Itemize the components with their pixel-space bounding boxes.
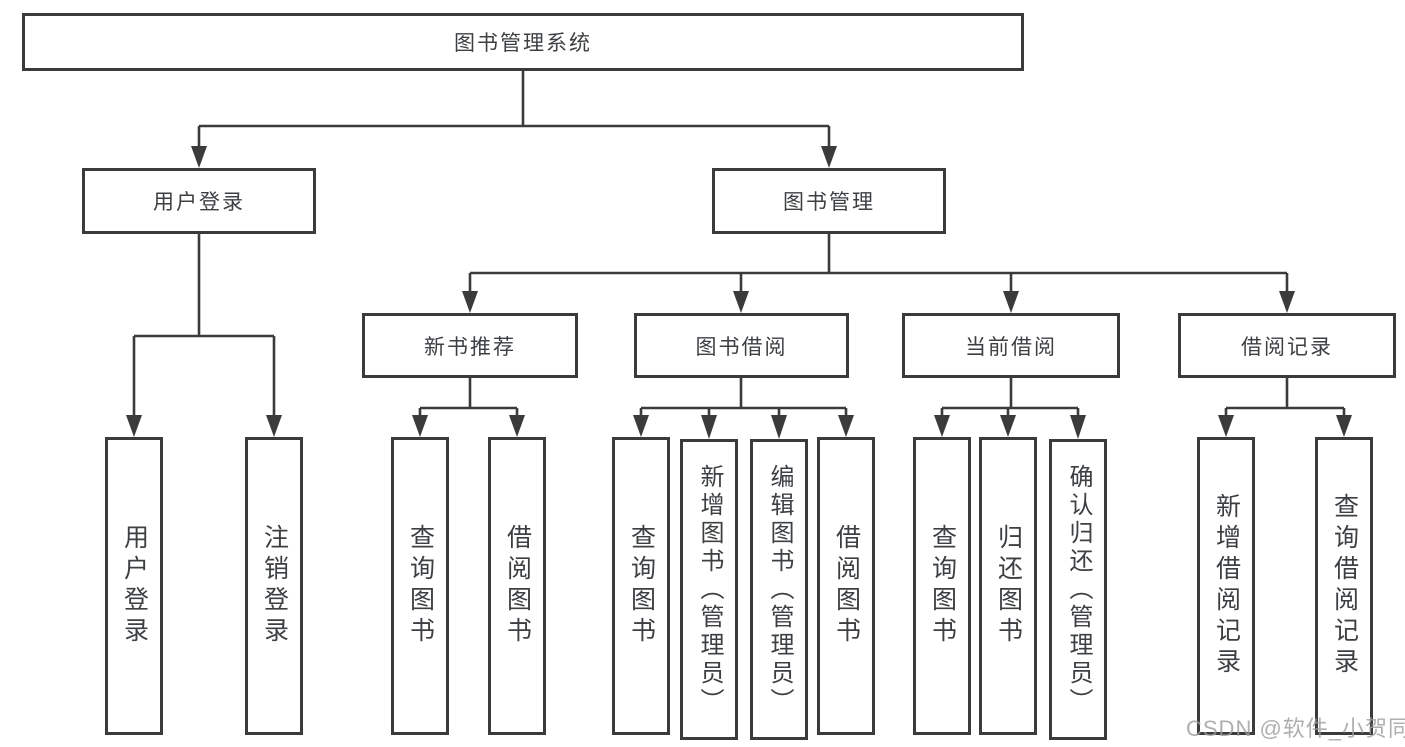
leaf-current-return-books: 归还图书 — [979, 437, 1037, 735]
leaf-borrowing-borrow-books: 借阅图书 — [817, 437, 875, 735]
leaf-logout: 注销登录 — [245, 437, 303, 735]
leaf-recommend-borrow-books: 借阅图书 — [488, 437, 546, 735]
connector-borrowing-records-children — [1218, 377, 1352, 437]
node-borrowing-records: 借阅记录 — [1178, 313, 1396, 378]
node-user-login: 用户登录 — [82, 168, 316, 234]
node-current-borrowing: 当前借阅 — [902, 313, 1120, 378]
node-book-management: 图书管理 — [712, 168, 946, 234]
leaf-current-query-books: 查询图书 — [913, 437, 971, 735]
leaf-records-add-record: 新增借阅记录 — [1197, 437, 1255, 735]
leaf-borrowing-edit-books: 编辑图书（管理员） — [750, 439, 808, 740]
connector-root-to-level2 — [191, 70, 837, 168]
connector-new-book-recommend-children — [412, 377, 525, 437]
node-book-borrowing: 图书借阅 — [634, 313, 849, 378]
connector-user-login-children — [126, 233, 282, 437]
leaf-records-query-record: 查询借阅记录 — [1315, 437, 1373, 735]
node-root: 图书管理系统 — [22, 13, 1024, 71]
connector-book-management-children — [462, 233, 1295, 313]
leaf-borrowing-add-books: 新增图书（管理员） — [680, 439, 738, 740]
leaf-recommend-query-books: 查询图书 — [391, 437, 449, 735]
leaf-borrowing-query-books: 查询图书 — [612, 437, 670, 735]
leaf-current-confirm-return: 确认归还（管理员） — [1049, 439, 1107, 740]
connector-current-borrowing-children — [934, 377, 1086, 439]
connector-book-borrowing-children — [633, 377, 854, 439]
leaf-user-login: 用户登录 — [105, 437, 163, 735]
node-new-book-recommend: 新书推荐 — [362, 313, 578, 378]
csdn-watermark: CSDN @软件_小贺同学 — [1186, 716, 1405, 741]
